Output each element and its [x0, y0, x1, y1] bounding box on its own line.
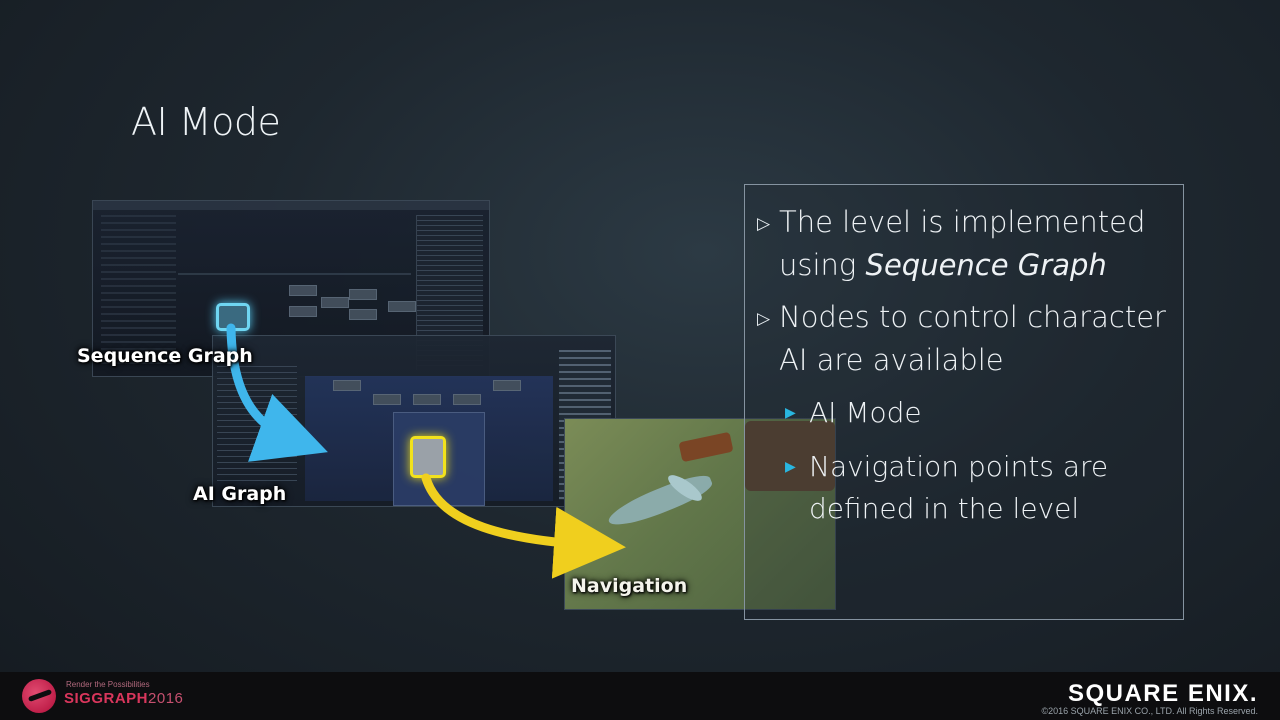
ai-node-highlight [410, 436, 446, 478]
level-prop [745, 421, 835, 491]
graph-node [349, 309, 377, 320]
graph-node [289, 285, 317, 296]
slide-title: AI Mode [131, 100, 281, 144]
sub-bullet-ai-mode: ▶ AI Mode [785, 392, 1169, 434]
label-navigation: Navigation [571, 575, 688, 597]
triangle-outline-icon: ▷ [757, 309, 771, 329]
graph-node [493, 380, 521, 391]
arrow-ai-to-navigation [421, 473, 626, 579]
graph-node [289, 306, 317, 317]
tree-view [101, 215, 176, 365]
siggraph-logo-icon [22, 679, 56, 713]
triangle-filled-icon: ▶ [785, 459, 796, 475]
copyright-notice: ©2016 SQUARE ENIX CO., LTD. All Rights R… [1041, 706, 1258, 716]
graph-node [321, 297, 349, 308]
graph-node [349, 289, 377, 300]
siggraph-wordmark: SIGGRAPH2016 [64, 690, 184, 707]
emphasis-sequence-graph: Sequence Graph [865, 248, 1107, 282]
divider [178, 273, 411, 275]
label-ai-graph: AI Graph [193, 483, 287, 505]
bullet-level-implemented: ▷ The level is implemented using Sequenc… [757, 205, 1146, 282]
triangle-outline-icon: ▷ [757, 214, 771, 234]
editor-toolbar [93, 201, 489, 210]
arrow-sequence-to-ai [226, 323, 328, 462]
label-sequence-graph: Sequence Graph [77, 345, 253, 367]
square-enix-logo: SQUARE ENIX. [1067, 680, 1258, 707]
graph-node [453, 394, 481, 405]
graph-node [388, 301, 416, 312]
siggraph-tagline: Render the Possibilities [66, 680, 150, 689]
graph-node [413, 394, 441, 405]
bullet-nodes-available: ▷ Nodes to control character AI are avai… [757, 300, 1166, 377]
graph-node [373, 394, 401, 405]
footer-bar [0, 672, 1280, 720]
sub-bullet-navigation-points: ▶ Navigation points are defined in the l… [785, 446, 1169, 530]
bullet-box: ▷ The level is implemented using Sequenc… [744, 184, 1184, 620]
triangle-filled-icon: ▶ [785, 405, 796, 421]
graph-node [333, 380, 361, 391]
